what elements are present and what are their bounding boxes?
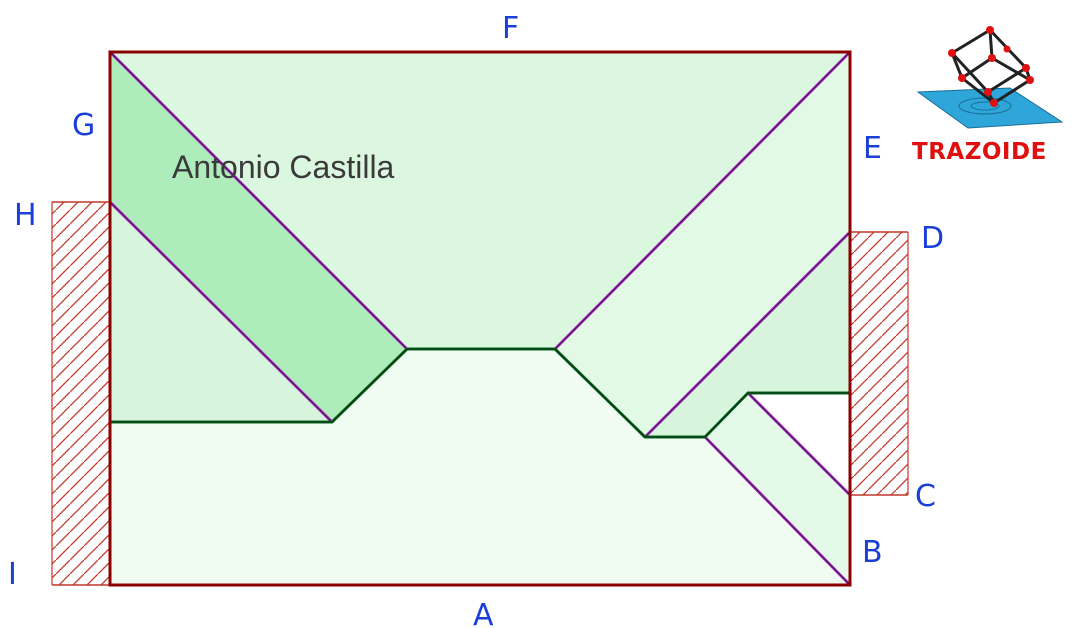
roof-face-front (110, 349, 850, 585)
right-wall-hatch (850, 232, 908, 495)
label-a: A (473, 598, 494, 628)
hip-lines-dark (109, 51, 851, 586)
roof-face-back (110, 52, 850, 349)
roof-face-right-upper (555, 52, 850, 437)
label-d: D (921, 221, 944, 256)
roof-face-right-bottom-strip (705, 393, 850, 585)
roof-face-left-strip (110, 52, 407, 422)
label-e: E (863, 131, 882, 166)
roof-outline (108, 50, 852, 587)
label-i: I (8, 557, 17, 592)
trazoide-logo-text: TRAZOIDE (912, 139, 1047, 165)
label-c: C (915, 479, 936, 514)
left-wall-hatch (52, 202, 110, 585)
trazoide-logo-icon (916, 26, 1064, 129)
label-h: H (14, 198, 37, 233)
author-name: Antonio Castilla (172, 149, 395, 185)
label-b: B (862, 535, 883, 570)
label-f: F (502, 11, 519, 46)
ridge-lines-dark (110, 348, 850, 438)
label-g: G (72, 108, 95, 143)
